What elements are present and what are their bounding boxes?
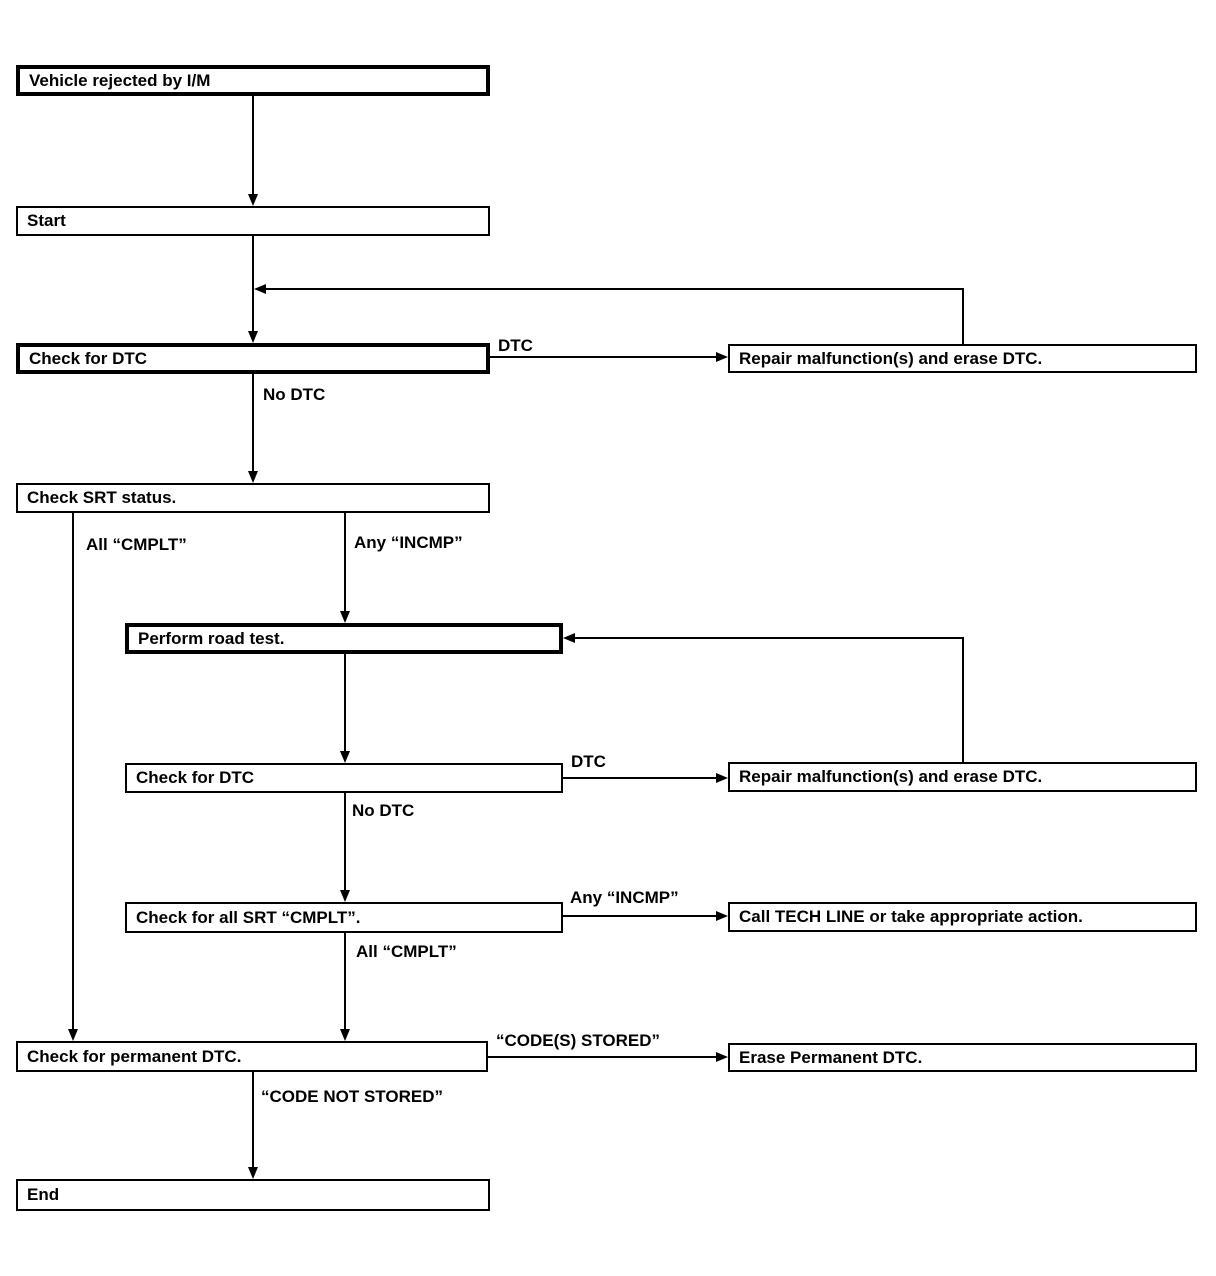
edge-line-checkdtc1-to-checksrt xyxy=(252,374,254,473)
node-start: Start xyxy=(16,206,490,236)
node-perform-road-test: Perform road test. xyxy=(125,623,563,654)
node-repair-2-label: Repair malfunction(s) and erase DTC. xyxy=(739,767,1043,786)
edge-line-repair1-feedback-vertical xyxy=(962,288,964,344)
node-repair-1: Repair malfunction(s) and erase DTC. xyxy=(728,344,1197,373)
node-check-dtc-2-label: Check for DTC xyxy=(136,768,255,787)
arrowhead-feedback2-into-roadtest xyxy=(563,633,575,643)
arrowhead-into-repair2 xyxy=(716,773,728,783)
node-check-srt-status-label: Check SRT status. xyxy=(27,488,177,507)
node-call-tech-line-label: Call TECH LINE or take appropriate actio… xyxy=(739,907,1083,926)
edge-line-repair1-feedback-horizontal xyxy=(266,288,964,290)
edge-line-roadtest-to-checkdtc2 xyxy=(344,653,346,753)
edge-label-no-dtc-1: No DTC xyxy=(263,385,326,404)
node-repair-1-label: Repair malfunction(s) and erase DTC. xyxy=(739,348,1043,368)
edge-line-vehicle-to-start xyxy=(252,95,254,196)
arrowhead-into-erase xyxy=(716,1052,728,1062)
node-end-label: End xyxy=(27,1185,60,1204)
arrowhead-feedback1-into-spine xyxy=(254,284,266,294)
node-check-dtc-1-label: Check for DTC xyxy=(29,348,148,368)
edge-label-dtc-2: DTC xyxy=(571,752,606,771)
arrowhead-into-checksrt xyxy=(248,471,258,483)
edge-line-start-to-checkdtc1 xyxy=(252,236,254,333)
node-check-dtc-2: Check for DTC xyxy=(125,763,563,793)
edge-line-repair2-feedback-vertical xyxy=(962,637,964,762)
edge-line-dtc1-to-repair1 xyxy=(490,356,717,358)
edge-label-no-dtc-2: No DTC xyxy=(352,801,415,820)
edge-label-codes-stored: “CODE(S) STORED” xyxy=(496,1031,661,1050)
edge-label-all-cmplt-1: All “CMPLT” xyxy=(86,535,187,554)
arrowhead-into-roadtest xyxy=(340,611,350,623)
node-check-permanent-dtc: Check for permanent DTC. xyxy=(16,1041,488,1072)
edge-line-checkdtc2-to-srtcmplt xyxy=(344,793,346,892)
arrowhead-into-repair1 xyxy=(716,352,728,362)
edge-line-incmp-to-techline xyxy=(563,915,717,917)
edge-line-permanent-to-end xyxy=(252,1071,254,1169)
node-check-dtc-1: Check for DTC xyxy=(16,343,490,374)
node-perform-road-test-label: Perform road test. xyxy=(138,628,285,648)
edge-line-allcmplt-branch xyxy=(72,512,74,1031)
arrowhead-into-checkdtc1 xyxy=(248,331,258,343)
arrowhead-into-end xyxy=(248,1167,258,1179)
edge-line-srtcmplt-to-permanent xyxy=(344,932,346,1031)
node-erase-permanent-dtc: Erase Permanent DTC. xyxy=(728,1043,1197,1072)
node-check-srt-status: Check SRT status. xyxy=(16,483,490,513)
edge-line-repair2-feedback-horizontal xyxy=(575,637,964,639)
node-check-permanent-dtc-label: Check for permanent DTC. xyxy=(27,1046,242,1066)
edge-label-code-not-stored: “CODE NOT STORED” xyxy=(261,1087,443,1106)
node-vehicle-rejected-label: Vehicle rejected by I/M xyxy=(29,70,211,90)
edge-line-stored-to-erase xyxy=(488,1056,717,1058)
arrowhead-into-srtcmplt xyxy=(340,890,350,902)
edge-label-dtc-1: DTC xyxy=(498,336,533,355)
arrowhead-into-start xyxy=(248,194,258,206)
edge-label-any-incmp-2: Any “INCMP” xyxy=(570,888,679,907)
node-check-all-srt-cmplt: Check for all SRT “CMPLT”. xyxy=(125,902,563,933)
arrowhead-into-permanent xyxy=(340,1029,350,1041)
node-repair-2: Repair malfunction(s) and erase DTC. xyxy=(728,762,1197,792)
arrowhead-allcmplt-into-permanent xyxy=(68,1029,78,1041)
node-erase-permanent-dtc-label: Erase Permanent DTC. xyxy=(739,1047,923,1067)
node-call-tech-line: Call TECH LINE or take appropriate actio… xyxy=(728,902,1197,932)
edge-line-dtc2-to-repair2 xyxy=(563,777,717,779)
edge-label-all-cmplt-2: All “CMPLT” xyxy=(356,942,457,961)
arrowhead-into-techline xyxy=(716,911,728,921)
arrowhead-into-checkdtc2 xyxy=(340,751,350,763)
node-start-label: Start xyxy=(27,211,66,230)
node-check-all-srt-cmplt-label: Check for all SRT “CMPLT”. xyxy=(136,907,361,927)
node-vehicle-rejected: Vehicle rejected by I/M xyxy=(16,65,490,96)
edge-label-any-incmp-1: Any “INCMP” xyxy=(354,533,463,552)
node-end: End xyxy=(16,1179,490,1211)
edge-line-anyincmp-branch xyxy=(344,512,346,613)
